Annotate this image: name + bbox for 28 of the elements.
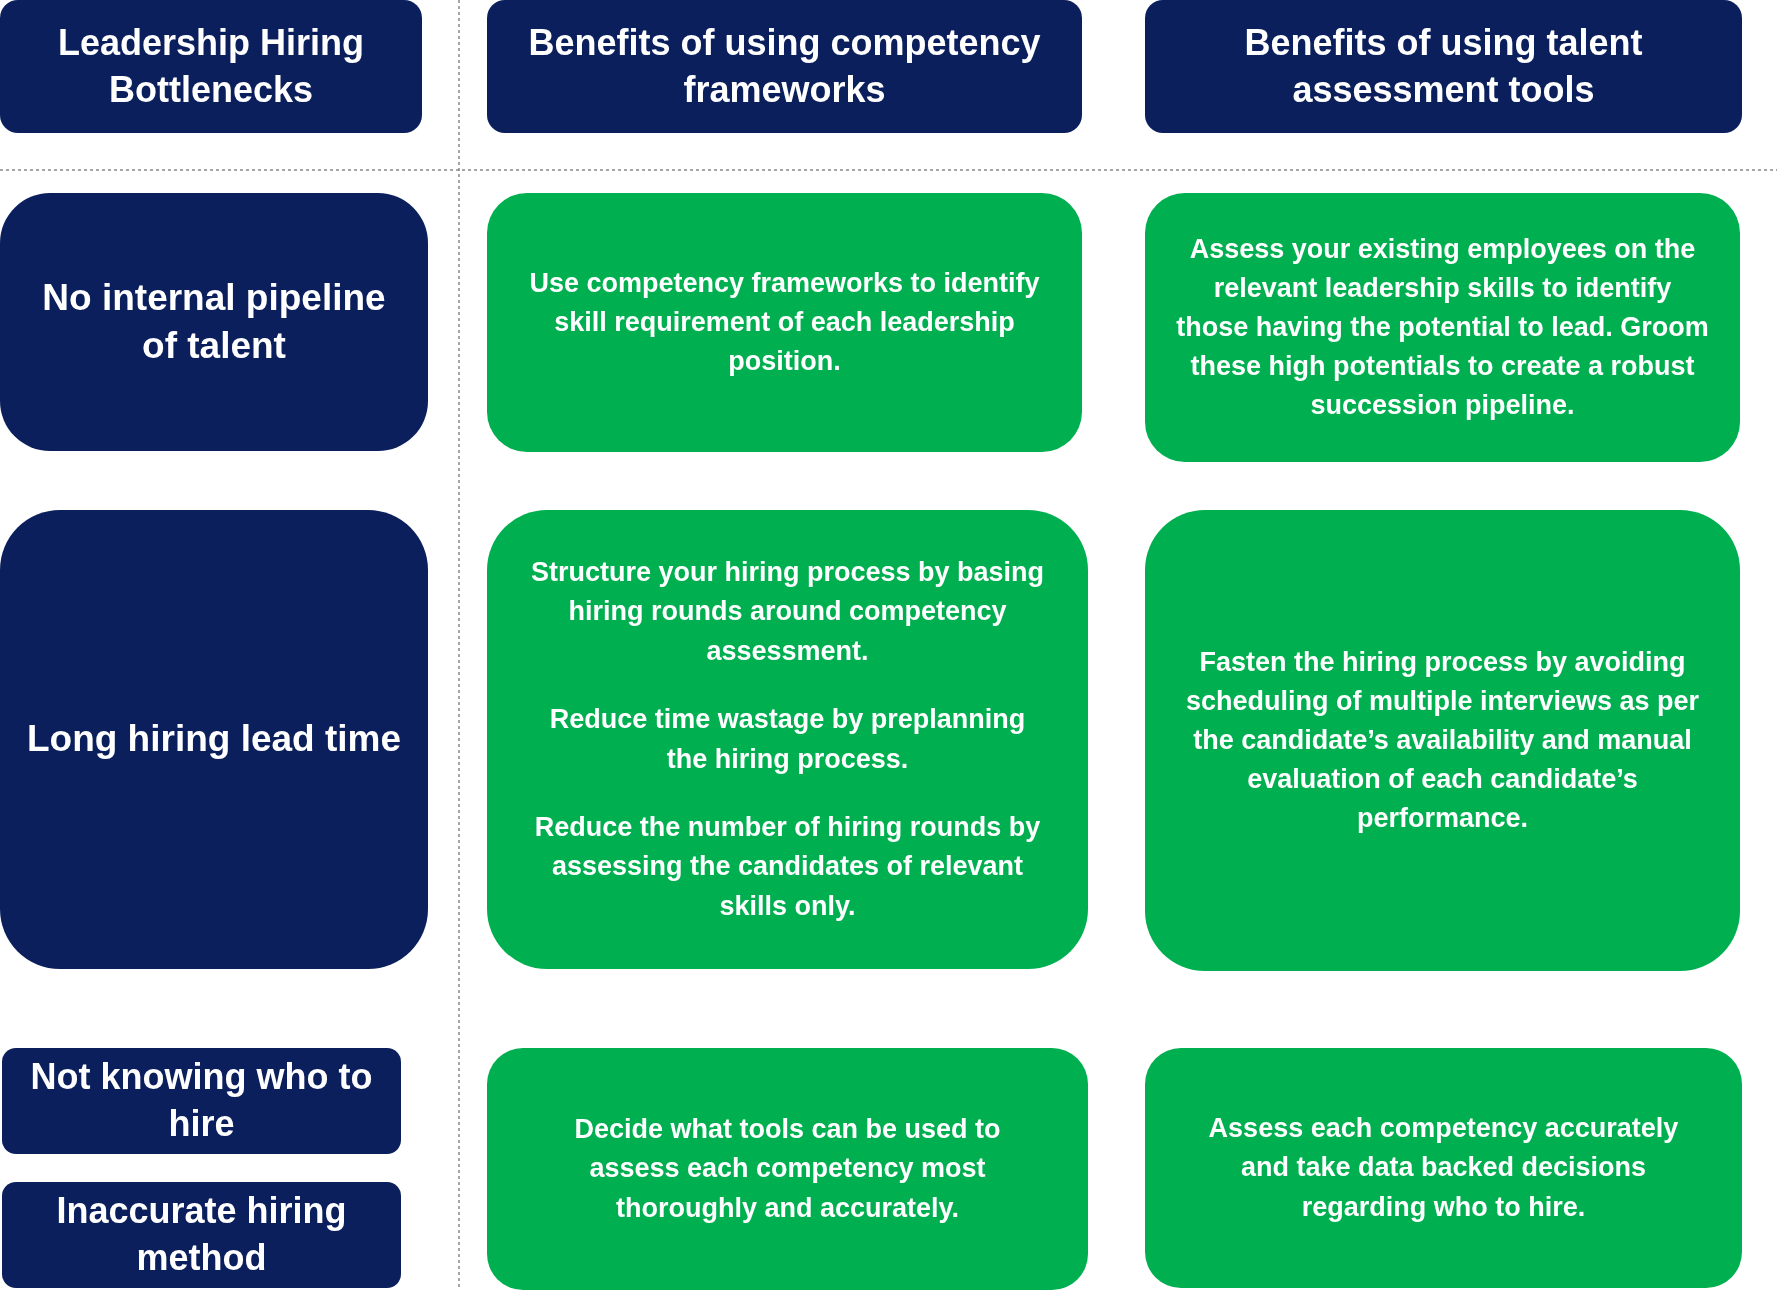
benefit-text: Reduce the number of hiring rounds by assessing the candidates of relevant skills only. <box>533 811 1042 923</box>
benefit-text: Use competency frameworks to identify skill requirement of each leadership position. <box>528 266 1041 379</box>
column-header <box>0 0 422 133</box>
benefit-box <box>487 193 1082 452</box>
benefit-text: Fasten the hiring process by avoiding scheduling of multiple interviews as per the candidate’s availability and manual evaluation of each candidate’s performance. <box>1185 645 1700 836</box>
header-text: Leadership Hiring Bottlenecks <box>56 20 366 112</box>
bottleneck-text: Not knowing who to hire <box>29 1055 374 1146</box>
bottleneck-text: Long hiring lead time <box>26 717 402 762</box>
bottleneck-text: Inaccurate hiring method <box>55 1189 348 1280</box>
bottleneck-box <box>2 1182 401 1288</box>
benefit-box <box>1145 1048 1742 1288</box>
column-header <box>487 0 1082 133</box>
bottleneck-box <box>2 1048 401 1154</box>
benefit-text: Reduce time wastage by preplanning the hiring process. <box>548 703 1027 776</box>
benefit-text: Assess your existing employees on the relevant leadership skills to identify those having the potential to lead. Groom these high potentials to create a robust succession pipeline. <box>1175 232 1710 423</box>
benefit-box <box>1145 510 1740 971</box>
header-text: Benefits of using competency frameworks <box>527 20 1042 112</box>
column-header <box>1145 0 1742 133</box>
benefit-box <box>487 510 1088 969</box>
benefit-text: Assess each competency accurately and take data backed decisions regarding who to hire. <box>1207 1112 1680 1224</box>
benefit-text: Structure your hiring process by basing hiring rounds around competency assessment. <box>529 556 1046 668</box>
benefit-box <box>487 1048 1088 1290</box>
bottleneck-box <box>0 510 428 969</box>
benefit-text: Decide what tools can be used to assess each competency most thoroughly and accurately. <box>573 1113 1002 1225</box>
bottleneck-box <box>0 193 428 451</box>
header-text: Benefits of using talent assessment tools <box>1243 20 1644 112</box>
bottleneck-text: No internal pipeline of talent <box>41 275 387 368</box>
benefit-box <box>1145 193 1740 462</box>
